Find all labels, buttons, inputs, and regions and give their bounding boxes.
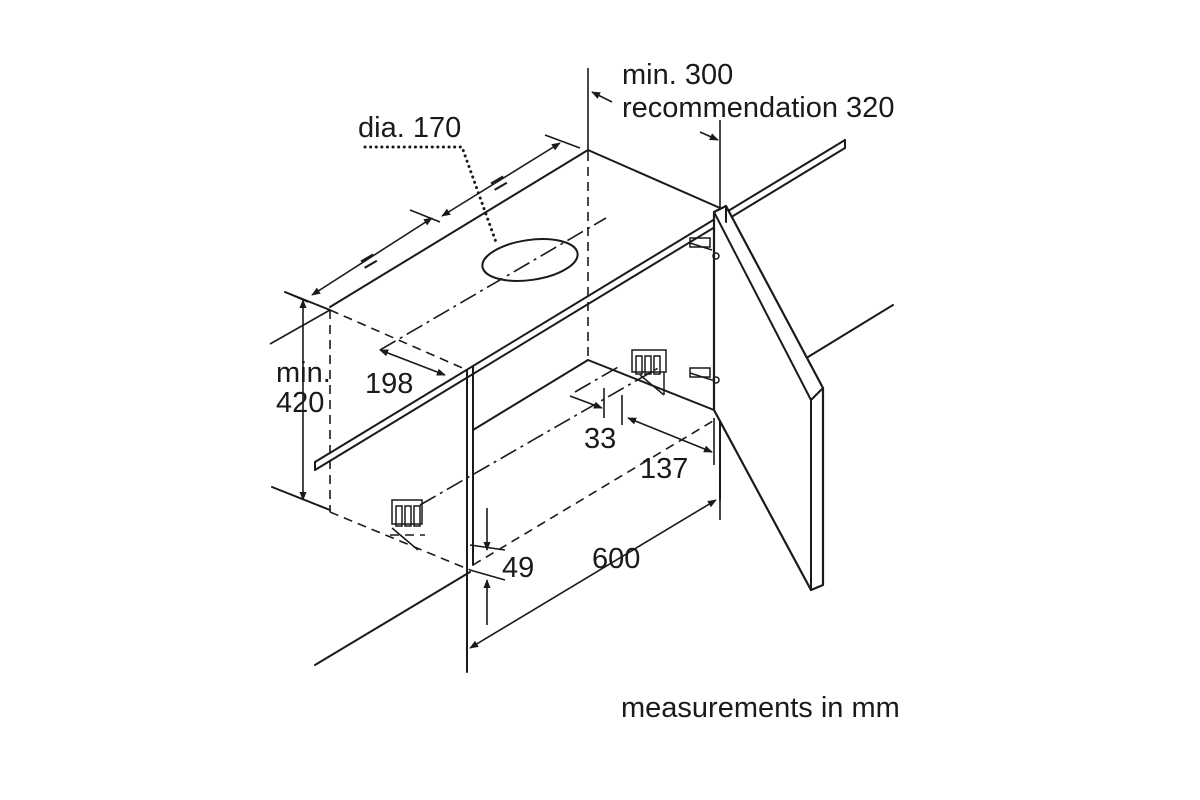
cabinet-door [712,204,825,592]
label-recommendation-320: recommendation 320 [622,92,894,124]
hinge-bottom [689,367,720,384]
mounting-bracket-rear [631,349,667,396]
label-600: 600 [592,543,640,575]
dimension-198 [379,349,446,376]
duct-opening [481,238,579,282]
hinge-top [689,237,720,260]
label-min-300: min. 300 [622,59,733,91]
label-33: 33 [584,423,616,455]
dimension-33 [569,388,623,425]
label-diameter: dia. 170 [358,112,461,144]
dimension-min-420 [269,299,331,501]
units-note: measurements in mm [621,692,900,724]
label-198: 198 [365,368,413,400]
dimension-equal-spacing [284,134,581,303]
diameter-leader [363,145,499,247]
dimension-49 [469,508,506,625]
mounting-bracket-front [390,499,425,551]
center-axis-lines [379,217,661,506]
label-min: min. [276,357,331,389]
label-137: 137 [640,453,688,485]
dimension-137 [627,417,715,465]
dimension-600 [469,499,721,649]
dimension-min-300 [587,68,721,208]
label-49: 49 [502,552,534,584]
label-equal-right: = [484,166,515,202]
label-420: 420 [276,387,324,419]
label-equal-left: = [354,244,385,280]
